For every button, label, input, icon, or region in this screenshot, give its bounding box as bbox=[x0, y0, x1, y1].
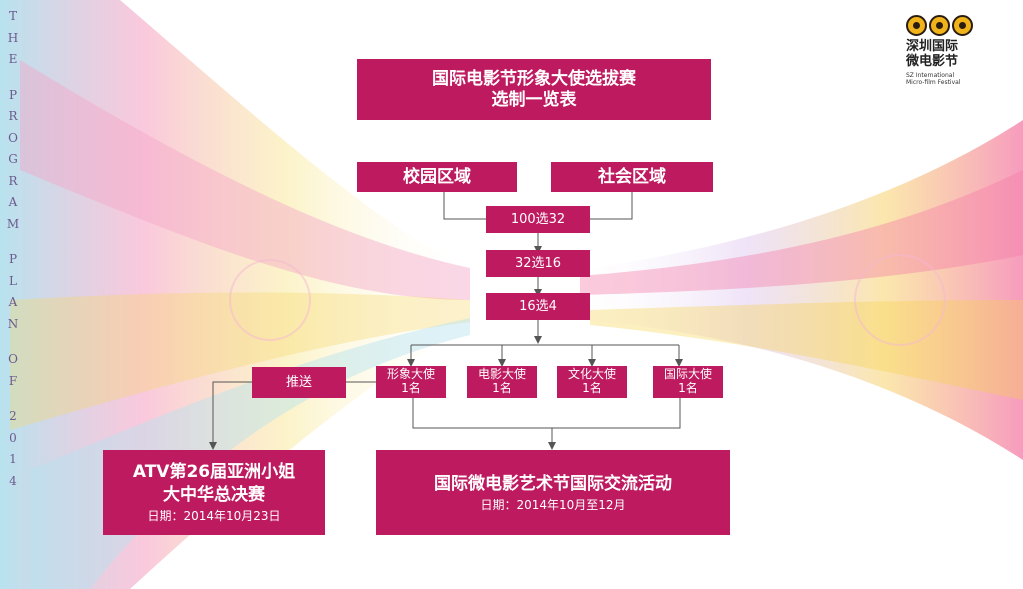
logo-name: 深圳国际 微电影节 bbox=[906, 39, 959, 69]
side-letter: P bbox=[8, 252, 18, 266]
side-letter: R bbox=[8, 109, 18, 123]
festival-exchange-box: 国际微电影艺术节国际交流活动 日期：2014年10月至12月 bbox=[376, 450, 730, 535]
side-letter: N bbox=[7, 316, 19, 331]
side-letter: A bbox=[8, 195, 18, 209]
logo-eyes-icon bbox=[906, 15, 986, 36]
logo-english-name: SZ International Micro-film Festival bbox=[906, 71, 961, 87]
atv-pageant-box: ATV第26届亚洲小姐 大中华总决赛 日期：2014年10月23日 bbox=[103, 450, 325, 535]
role-international-ambassador: 国际大使 1名 bbox=[653, 366, 723, 398]
side-letter-gap bbox=[6, 71, 20, 85]
side-letter-gap bbox=[6, 335, 20, 349]
role-image-ambassador: 形象大使 1名 bbox=[376, 366, 446, 398]
side-letter: T bbox=[8, 9, 17, 23]
side-letter: 4 bbox=[9, 473, 17, 488]
society-region-box: 社会区域 bbox=[551, 162, 713, 192]
side-letter-gap bbox=[6, 392, 20, 406]
side-letter: 0 bbox=[9, 430, 17, 445]
role-film-ambassador: 电影大使 1名 bbox=[467, 366, 537, 398]
side-letter: 1 bbox=[9, 452, 17, 466]
side-letter: R bbox=[8, 173, 18, 188]
diagram-title: 国际电影节形象大使选拔赛 选制一览表 bbox=[357, 59, 711, 120]
side-letter: P bbox=[8, 87, 18, 102]
role-culture-ambassador: 文化大使 1名 bbox=[557, 366, 627, 398]
side-letter-gap bbox=[6, 235, 20, 249]
side-letter: H bbox=[7, 30, 19, 45]
side-letter: E bbox=[8, 52, 18, 66]
stage-32-to-16: 32选16 bbox=[486, 250, 590, 277]
side-letter: L bbox=[9, 273, 17, 288]
side-letter: 2 bbox=[9, 409, 17, 423]
festival-logo: 深圳国际 微电影节 SZ International Micro-film Fe… bbox=[906, 15, 986, 110]
side-letter: M bbox=[6, 216, 20, 231]
stage-16-to-4: 16选4 bbox=[486, 293, 590, 320]
side-letter: G bbox=[8, 152, 18, 166]
stage-100-to-32: 100选32 bbox=[486, 206, 590, 233]
campus-region-box: 校园区域 bbox=[357, 162, 517, 192]
side-letter: O bbox=[8, 352, 18, 366]
side-letter: O bbox=[8, 130, 18, 145]
side-letter: F bbox=[8, 373, 18, 388]
side-letter: A bbox=[8, 295, 18, 309]
recommend-box: 推送 bbox=[252, 367, 346, 398]
